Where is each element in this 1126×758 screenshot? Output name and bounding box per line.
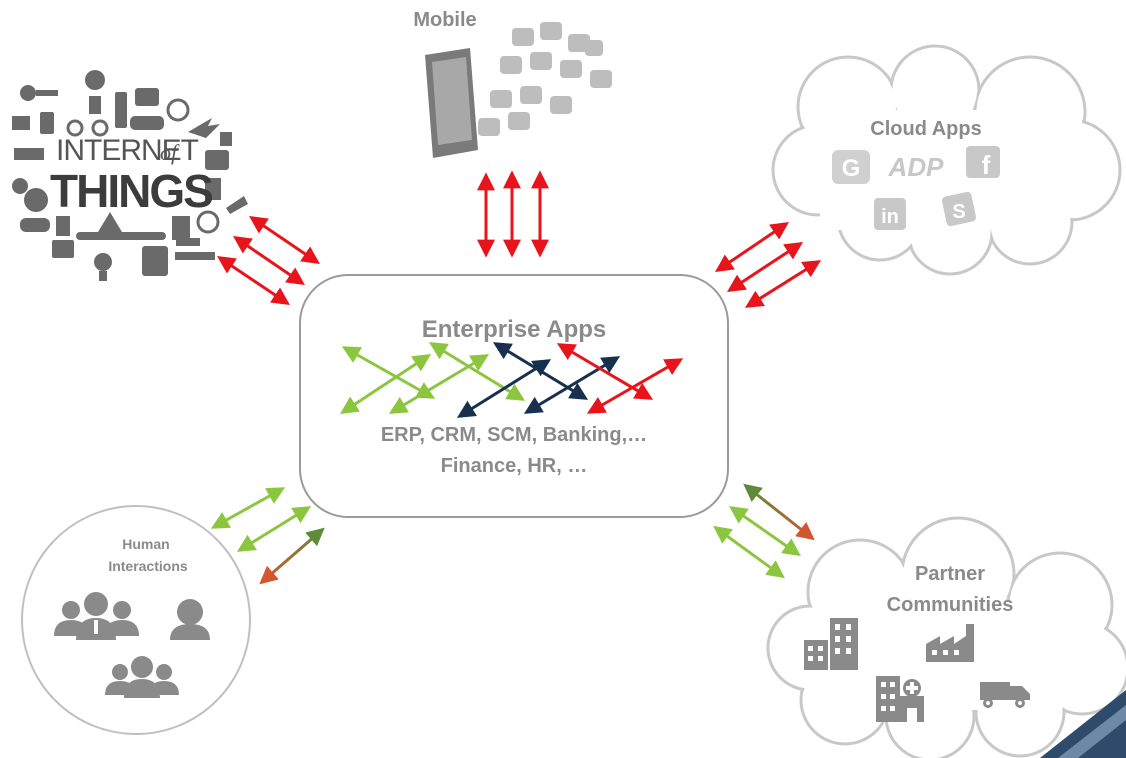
partner-label-line1: Partner xyxy=(915,563,985,585)
partner-connector-3 xyxy=(713,525,785,579)
iot-graphic: INTERNET of THINGS xyxy=(12,70,248,281)
human-label-line2: Interactions xyxy=(108,558,188,574)
delivery-truck-icon xyxy=(980,682,1030,708)
partner-label-line2: Communities xyxy=(887,594,1014,616)
svg-text:S: S xyxy=(952,201,965,223)
people-team-icon xyxy=(105,656,179,698)
cloud-connector-2 xyxy=(726,242,804,292)
partner-connectors xyxy=(713,483,815,579)
cloud-connector-3 xyxy=(744,260,822,308)
internal-arrows xyxy=(339,342,684,418)
human-connector-3 xyxy=(259,527,325,585)
iot-line2: THINGS xyxy=(50,165,212,217)
cloud-connectors xyxy=(715,221,822,308)
human-connector-2 xyxy=(236,506,312,552)
enterprise-apps-box xyxy=(299,274,729,518)
office-buildings-icon xyxy=(804,618,858,670)
svg-text:G: G xyxy=(842,155,861,182)
internal-arrow-red-2 xyxy=(586,358,684,414)
enterprise-apps-title: Enterprise Apps xyxy=(422,316,607,343)
human-connector-1 xyxy=(210,487,286,529)
mobile-connectors xyxy=(477,170,549,258)
person-icon xyxy=(170,599,210,640)
mobile-graphic xyxy=(425,22,612,158)
cloud-app-icons: G ADP f in S xyxy=(832,146,1000,230)
sharepoint-icon xyxy=(941,191,977,227)
human-connectors xyxy=(210,487,325,585)
cloud-connector-1 xyxy=(715,221,789,273)
hospital-icon xyxy=(876,676,924,722)
iot-connectors xyxy=(217,215,320,306)
human-label-line1: Human xyxy=(122,536,169,552)
enterprise-apps-line2: Finance, HR, … xyxy=(441,455,588,477)
iot-line1: INTERNET xyxy=(56,134,199,167)
corner-decoration xyxy=(1040,690,1126,758)
iot-of: of xyxy=(160,140,180,165)
google-apps-icon xyxy=(832,150,870,184)
adp-icon: ADP xyxy=(888,152,945,182)
partner-connector-1 xyxy=(743,483,815,541)
mobile-label: Mobile xyxy=(413,9,476,31)
svg-text:in: in xyxy=(881,206,899,228)
people-group-icon xyxy=(54,592,139,640)
enterprise-apps-line1: ERP, CRM, SCM, Banking,… xyxy=(381,424,647,446)
iot-connector-3 xyxy=(217,255,290,306)
cloud-apps-label: Cloud Apps xyxy=(870,118,981,140)
human-interactions-circle xyxy=(21,505,251,735)
svg-text:f: f xyxy=(982,150,991,180)
factory-icon xyxy=(926,624,974,662)
linkedin-icon xyxy=(874,198,906,230)
facebook-icon xyxy=(966,146,1000,178)
